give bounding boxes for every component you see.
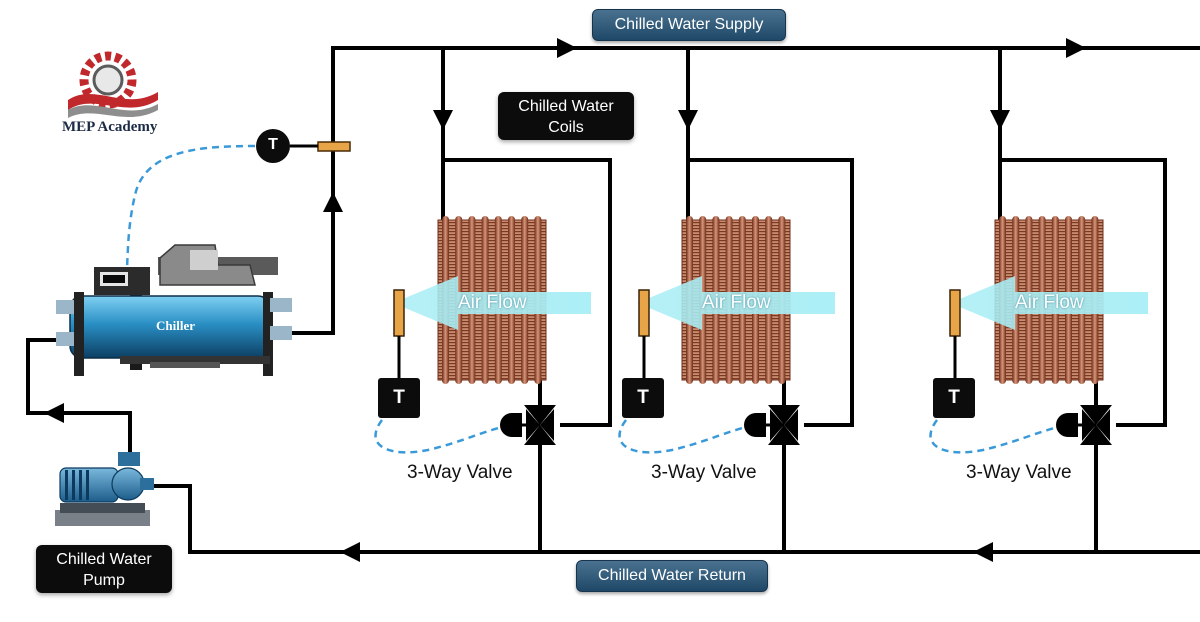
coil-unit-1 <box>374 48 612 552</box>
supply-branch-arrow <box>678 110 698 130</box>
valve-port-bottom <box>1080 425 1112 445</box>
supply-branch-arrow <box>433 110 453 130</box>
three-way-valve-label: 3-Way Valve <box>966 462 1072 483</box>
coils-label-line1: Chilled Water <box>518 98 614 115</box>
valve-port-top <box>768 405 800 425</box>
chiller-label: Chiller <box>156 318 195 333</box>
supply-temperature-controller <box>256 129 290 163</box>
three-way-valve-label: 3-Way Valve <box>651 462 757 483</box>
chilled-water-pump <box>55 452 154 526</box>
valve-actuator <box>1056 413 1078 437</box>
supply-branch-arrow <box>990 110 1010 130</box>
valve-port-right <box>540 409 554 441</box>
chiller <box>56 244 292 376</box>
coil-unit-2 <box>618 48 854 552</box>
valve-control-signal <box>929 419 1070 454</box>
chilled-water-coils-label: Chilled Water Coils <box>498 92 634 140</box>
valve-port-right <box>1096 409 1110 441</box>
three-way-valve-label: 3-Way Valve <box>407 462 513 483</box>
valve-control-signal <box>374 419 514 454</box>
pump-label-line1: Chilled Water <box>56 551 152 568</box>
air-flow-label: Air Flow <box>702 292 771 313</box>
air-flow-label: Air Flow <box>458 292 527 313</box>
valve-port-right <box>784 409 798 441</box>
air-flow-label: Air Flow <box>1015 292 1084 313</box>
bypass-pipe <box>443 158 612 427</box>
flow-arrows <box>44 38 1086 562</box>
pump-label-line2: Pump <box>83 572 125 589</box>
valve-actuator <box>500 413 522 437</box>
supply-sensor-label: T <box>268 136 278 153</box>
valve-actuator <box>744 413 766 437</box>
coils-label-line2: Coils <box>548 119 584 136</box>
air-flow-arrow <box>393 276 591 330</box>
bypass-pipe <box>688 158 854 427</box>
valve-port-bottom <box>524 425 556 445</box>
air-temperature-sensor <box>949 289 961 337</box>
chiller-control-signal <box>125 144 256 269</box>
temperature-controller: T <box>622 378 664 418</box>
chilled-water-return-label: Chilled Water Return <box>576 560 768 592</box>
temperature-controller: T <box>933 378 975 418</box>
mep-academy-logo <box>68 51 158 118</box>
supply-header <box>290 46 1200 335</box>
valve-port-bottom <box>768 425 800 445</box>
valve-port-top <box>524 405 556 425</box>
chilled-water-pump-label: Chilled Water Pump <box>36 545 172 593</box>
valve-port-left <box>770 409 784 441</box>
valve-control-signal <box>618 419 758 454</box>
supply-temperature-sensor-well <box>317 141 351 152</box>
temperature-controller: T <box>378 378 420 418</box>
air-flow-arrow <box>950 276 1148 330</box>
valve-port-left <box>526 409 540 441</box>
chiller-inlet-pipe <box>26 338 132 455</box>
air-temperature-sensor <box>393 289 405 337</box>
brand-name: MEP Academy <box>62 119 158 135</box>
chilled-water-supply-label: Chilled Water Supply <box>592 9 786 41</box>
bypass-pipe <box>1000 158 1167 427</box>
coil-unit-3 <box>929 48 1167 552</box>
valve-port-left <box>1082 409 1096 441</box>
return-header <box>130 484 1200 554</box>
valve-port-top <box>1080 405 1112 425</box>
air-flow-arrow <box>637 276 835 330</box>
air-temperature-sensor <box>638 289 650 337</box>
